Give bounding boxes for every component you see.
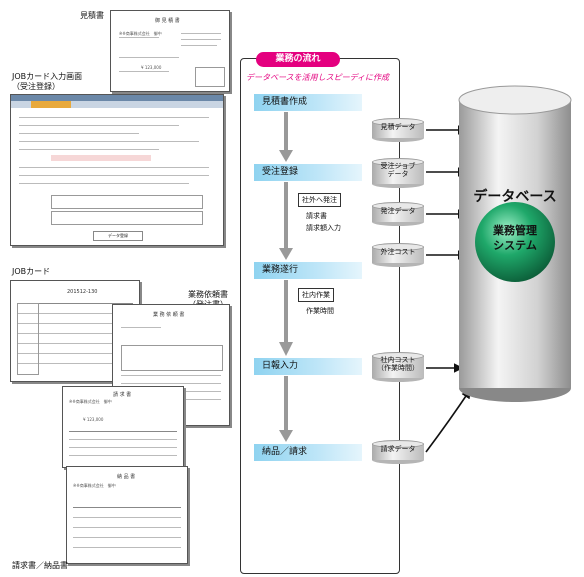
database-cylinder-shape: [458, 85, 572, 402]
step-execution: 業務遂行: [254, 262, 362, 279]
data-outsource-cost: 外注コスト: [372, 243, 424, 267]
invoice-delivery-label: 請求書／納品書: [12, 561, 68, 570]
job-card-code: 201512-130: [67, 289, 98, 295]
system-sphere: [475, 202, 555, 282]
data-order-job: 受注ジョブ データ: [372, 158, 424, 188]
invoice-doc-title: 請 求 書: [113, 392, 132, 398]
data-invoice-label: 請求データ: [380, 445, 416, 453]
delivery-doc-addressee: ※※商事株式会社 御中: [73, 483, 116, 488]
order-doc-title: 業 務 依 頼 書: [153, 312, 185, 318]
step-delivery-invoice: 納品／請求: [254, 444, 362, 461]
invoice-doc-amount: ¥ 123,000: [83, 417, 104, 422]
database-title: データベース: [473, 189, 557, 205]
job-card-label: JOBカード: [12, 267, 51, 276]
flow-panel: [240, 58, 400, 574]
system-label-line2: システム: [493, 239, 537, 252]
delivery-doc-title: 納 品 書: [117, 474, 136, 480]
flow-arrows: [279, 112, 293, 442]
delivery-document: 納 品 書 ※※商事株式会社 御中: [66, 466, 188, 564]
job-input-screen: データ登録: [10, 94, 224, 246]
data-outsource-order: 発注データ: [372, 202, 424, 226]
estimate-doc-addressee: ※※商事株式会社 御中: [119, 31, 162, 36]
data-inhouse-cost-label: 社内コスト （作業時間）: [377, 356, 419, 372]
inhouse-box: 社内作業: [298, 288, 334, 302]
job-screen-submit-button[interactable]: データ登録: [93, 231, 143, 241]
data-estimate-label: 見積データ: [380, 123, 416, 131]
step-order-registration: 受注登録: [254, 164, 362, 181]
database-cylinder: データベース 業務管理 システム: [458, 84, 572, 404]
step-daily-report: 日報入力: [254, 358, 362, 375]
data-estimate: 見積データ: [372, 118, 424, 142]
outsource-item-invoice: 請求書: [306, 212, 327, 220]
flow-title: 業務の流れ: [256, 52, 340, 67]
flow-subtitle: データベースを活用しスピーディに作成: [246, 73, 390, 82]
estimate-label: 見積書: [80, 11, 104, 20]
invoice-document: 請 求 書 ※※商事株式会社 御中 ¥ 123,000: [62, 386, 184, 468]
estimate-doc-title: 御 見 積 書: [155, 18, 180, 24]
outsource-item-amount: 請求額入力: [306, 224, 341, 232]
step-estimate: 見積書作成: [254, 94, 362, 111]
data-invoice: 請求データ: [372, 440, 424, 464]
inhouse-item-hours: 作業時間: [306, 307, 334, 315]
invoice-doc-addressee: ※※商事株式会社 御中: [69, 399, 112, 404]
data-outsource-order-label: 発注データ: [380, 207, 416, 215]
estimate-doc-amount: ¥ 123,000: [141, 65, 162, 70]
data-order-job-label: 受注ジョブ データ: [380, 162, 416, 178]
job-input-label: JOBカード入力画面 （受注登録）: [12, 72, 83, 91]
estimate-document: 御 見 積 書 ※※商事株式会社 御中 ¥ 123,000: [110, 10, 230, 92]
data-outsource-cost-label: 外注コスト: [380, 248, 416, 256]
data-inhouse-cost: 社内コスト （作業時間）: [372, 352, 424, 382]
system-label-line1: 業務管理: [493, 224, 537, 237]
outsource-box: 社外へ発注: [298, 193, 341, 207]
